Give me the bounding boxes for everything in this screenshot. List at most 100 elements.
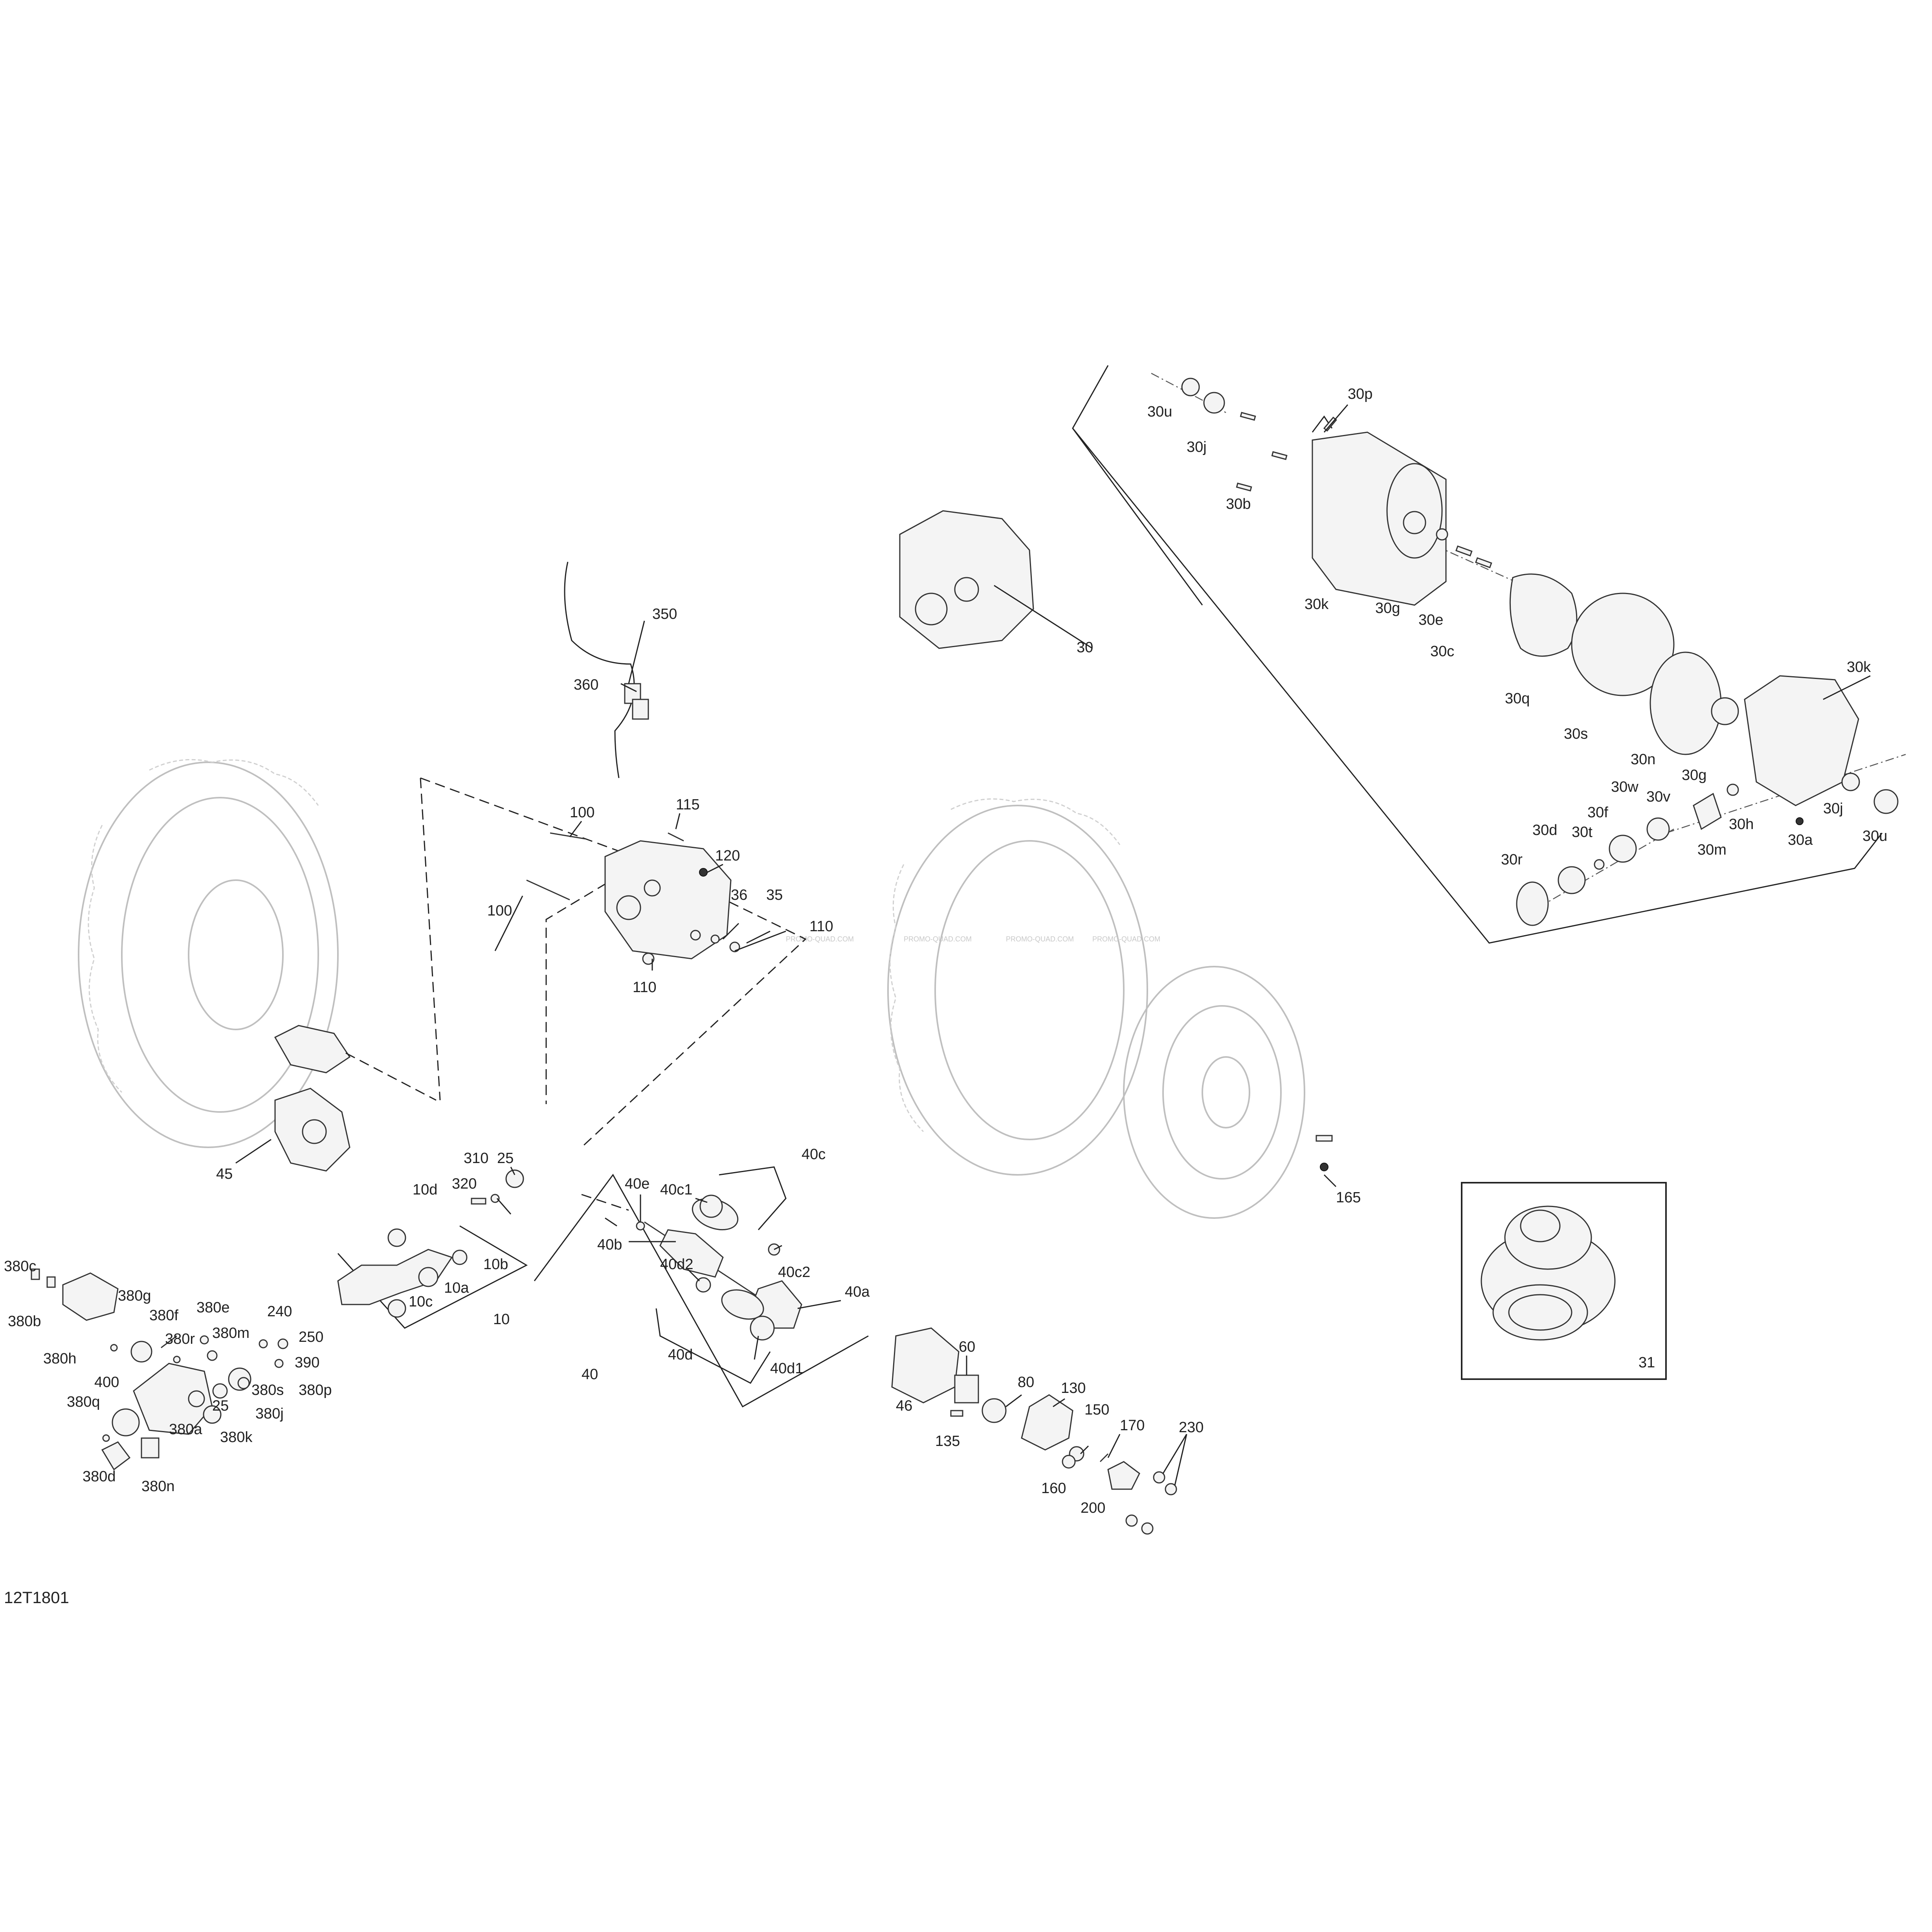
label-35: 35 — [766, 887, 783, 903]
label-36: 36 — [731, 887, 747, 903]
label-10d: 10d — [413, 1182, 437, 1198]
o-ring-400 — [112, 1408, 140, 1437]
bolt-135 — [950, 1410, 963, 1417]
vent-hose-350 — [564, 561, 635, 778]
washer-310 — [490, 1194, 500, 1203]
watermark-text-2: PROMO-QUAD.COM — [904, 935, 972, 943]
wheel-nut-230a — [1153, 1471, 1165, 1484]
label-30d: 30d — [1532, 822, 1557, 838]
bearing-60 — [954, 1374, 979, 1404]
label-30u-bot: 30u — [1862, 828, 1887, 844]
u-joint-10d — [387, 1228, 406, 1247]
watermark-text: PROMO-QUAD.COM — [786, 935, 854, 943]
inset-clutch-31 — [1461, 1182, 1667, 1380]
washer-36 — [710, 934, 720, 944]
label-320: 320 — [452, 1176, 477, 1192]
label-30g-bot: 30g — [1682, 767, 1706, 783]
label-115: 115 — [676, 796, 700, 813]
clip-30e — [1436, 528, 1448, 541]
label-25-bot: 25 — [212, 1398, 229, 1414]
label-80: 80 — [1018, 1374, 1034, 1391]
label-30p: 30p — [1348, 386, 1372, 402]
label-110-right: 110 — [809, 918, 833, 935]
right-tire-ghost — [887, 798, 1148, 1176]
nut-cover-200 — [1107, 1461, 1140, 1490]
label-400: 400 — [94, 1374, 119, 1391]
label-380c: 380c — [4, 1258, 36, 1275]
label-135: 135 — [935, 1433, 960, 1449]
label-380r: 380r — [165, 1331, 195, 1347]
knuckle-46 — [891, 1327, 960, 1404]
label-30t: 30t — [1572, 824, 1593, 840]
label-30: 30 — [1077, 639, 1093, 656]
nut-120 — [699, 868, 708, 877]
left-wheel-tire-ghost — [78, 759, 339, 1148]
label-100-top: 100 — [570, 804, 594, 821]
ring-380j — [212, 1383, 228, 1399]
ring-380k — [203, 1405, 222, 1424]
label-40d2: 40d2 — [660, 1256, 694, 1273]
label-30j-top: 30j — [1187, 439, 1207, 455]
clamp-40d2 — [695, 1277, 711, 1293]
label-380q: 380q — [67, 1394, 100, 1410]
label-30n: 30n — [1631, 751, 1655, 768]
ring-40e — [636, 1221, 645, 1231]
label-30u-top: 30u — [1147, 404, 1172, 420]
screw-380c — [31, 1268, 40, 1280]
label-380b: 380b — [8, 1313, 41, 1330]
hub-130 — [1021, 1394, 1073, 1451]
screw-380h — [110, 1344, 118, 1352]
prop-shaft-10 — [337, 1249, 453, 1305]
label-380g: 380g — [118, 1288, 151, 1304]
label-165: 165 — [1336, 1189, 1361, 1206]
bolt-115 — [668, 832, 684, 842]
label-45: 45 — [216, 1166, 233, 1182]
clamp-40c1 — [699, 1194, 723, 1218]
plug-30a — [1796, 817, 1804, 825]
label-160: 160 — [1041, 1480, 1066, 1497]
label-30b: 30b — [1226, 496, 1251, 512]
label-170: 170 — [1120, 1417, 1145, 1434]
label-30s: 30s — [1564, 726, 1588, 742]
label-10b: 10b — [483, 1256, 508, 1273]
ring-10b — [452, 1249, 468, 1265]
label-40b: 40b — [597, 1237, 622, 1253]
pin-380f — [161, 1335, 177, 1349]
label-30k-bot: 30k — [1847, 659, 1871, 675]
ring-gear-30n — [1649, 651, 1722, 755]
label-30j-bot: 30j — [1823, 800, 1843, 817]
ring-25-bot — [188, 1390, 205, 1407]
knuckle-45 — [235, 1025, 437, 1172]
label-60: 60 — [959, 1339, 975, 1355]
ring-10c — [387, 1299, 406, 1318]
label-110-bot: 110 — [633, 979, 657, 996]
cotter-pin-170 — [1099, 1453, 1109, 1462]
bolt-240 — [259, 1339, 268, 1349]
label-40: 40 — [582, 1366, 598, 1383]
ring-80 — [982, 1398, 1007, 1423]
wheel-nut-230b — [1165, 1483, 1177, 1495]
gear-380d — [101, 1441, 131, 1471]
label-10c: 10c — [409, 1294, 433, 1310]
differential-exploded-group — [1072, 365, 1906, 944]
bolt-320 — [471, 1198, 486, 1205]
label-30a: 30a — [1788, 832, 1813, 848]
label-30g-top: 30g — [1375, 600, 1400, 616]
nut-160 — [1062, 1455, 1076, 1469]
o-ring-30v — [1646, 817, 1670, 841]
nut-35 — [729, 941, 740, 952]
label-230: 230 — [1179, 1419, 1204, 1436]
bolt-100-left — [526, 879, 570, 901]
label-31: 31 — [1638, 1354, 1655, 1371]
label-30k-top: 30k — [1305, 596, 1329, 613]
label-40d: 40d — [668, 1347, 693, 1363]
label-380h: 380h — [43, 1350, 77, 1367]
seal-380g — [130, 1341, 152, 1363]
label-390: 390 — [295, 1354, 319, 1371]
bolt-165 — [1320, 1163, 1328, 1171]
prop-shaft-group-10 — [337, 1169, 528, 1329]
front-gearbox-group — [420, 561, 807, 1148]
label-40e: 40e — [625, 1176, 650, 1192]
bearing-30g-bot — [1711, 697, 1739, 725]
spacer-30t — [1594, 859, 1605, 870]
